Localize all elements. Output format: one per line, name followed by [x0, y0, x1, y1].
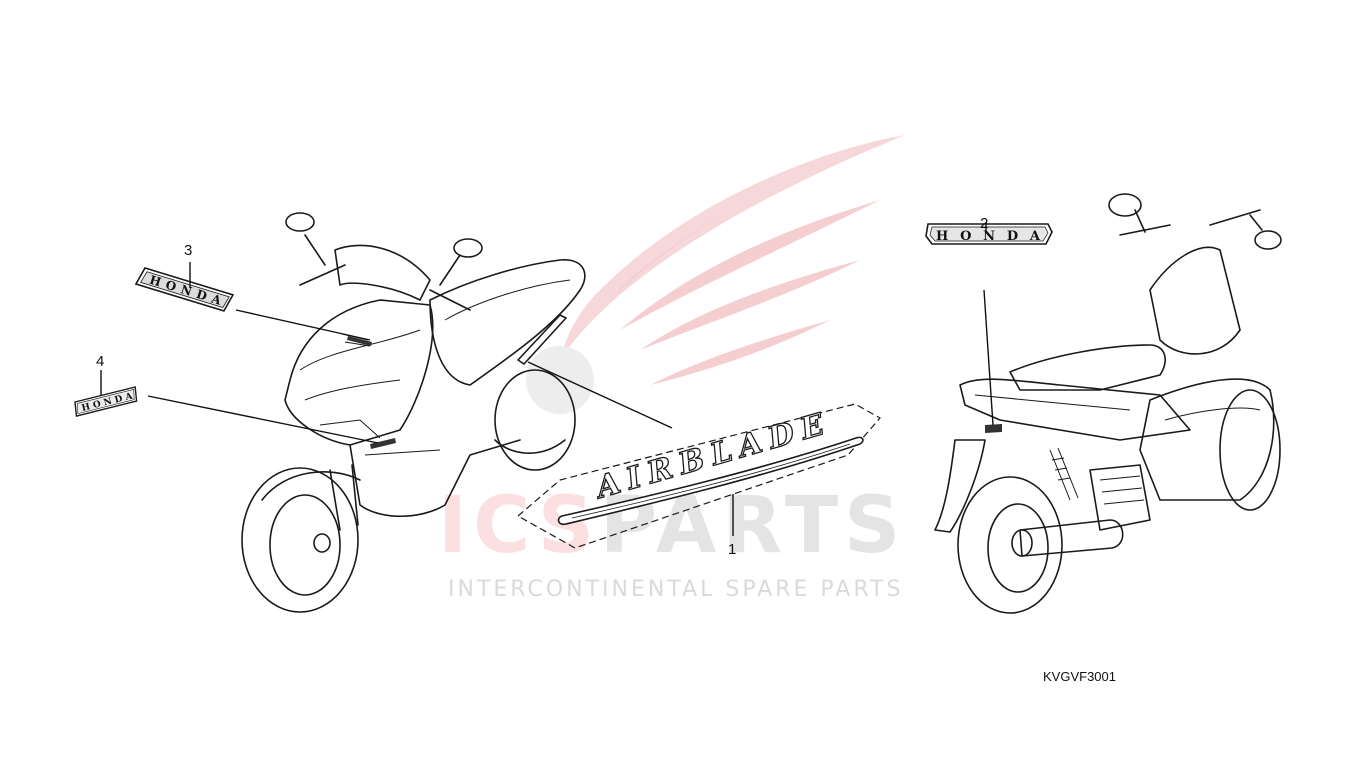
leader-1	[527, 361, 673, 429]
decal-2-text: HONDA	[936, 229, 1041, 244]
callout-4: 4	[96, 353, 104, 370]
leader-lines	[100, 222, 994, 536]
callout-3: 3	[184, 242, 192, 259]
wing-logo-icon	[526, 135, 905, 414]
leader-2	[983, 289, 994, 426]
leader-4	[147, 395, 379, 444]
honda-emblem-decal-2: HONDA	[925, 223, 1053, 245]
scooter-rear-view-icon	[934, 193, 1282, 614]
diagram-code: KVGVF3001	[1043, 669, 1116, 684]
watermark: ICSPARTS INTERCONTINENTAL SPARE PARTS	[438, 135, 906, 602]
watermark-tagline: INTERCONTINENTAL SPARE PARTS	[448, 577, 903, 602]
watermark-brand: ICSPARTS	[438, 481, 906, 571]
honda-emblem-decal-4: HONDA	[74, 386, 138, 417]
callout-2: 2	[980, 215, 988, 232]
honda-emblem-decal-3: HONDA	[134, 267, 235, 312]
scooter-front-view-icon	[241, 212, 586, 613]
callout-1: 1	[728, 541, 736, 558]
leader-3	[235, 309, 371, 341]
